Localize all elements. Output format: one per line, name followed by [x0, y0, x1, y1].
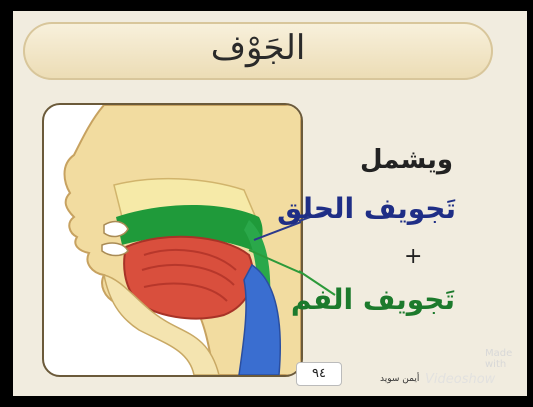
page-number: ٩٤: [296, 362, 342, 386]
throat-cavity-label: تَجويف الحلق: [277, 192, 456, 225]
watermark-app: Videoshow: [425, 372, 495, 387]
mouth-cavity-label: تَجويف الفم: [291, 283, 455, 316]
watermark-author: أيمن سويد: [380, 374, 419, 384]
includes-label: ويشمل: [360, 145, 453, 175]
plus-sign: +: [404, 244, 422, 269]
watermark-made-with: Made with: [485, 348, 533, 370]
